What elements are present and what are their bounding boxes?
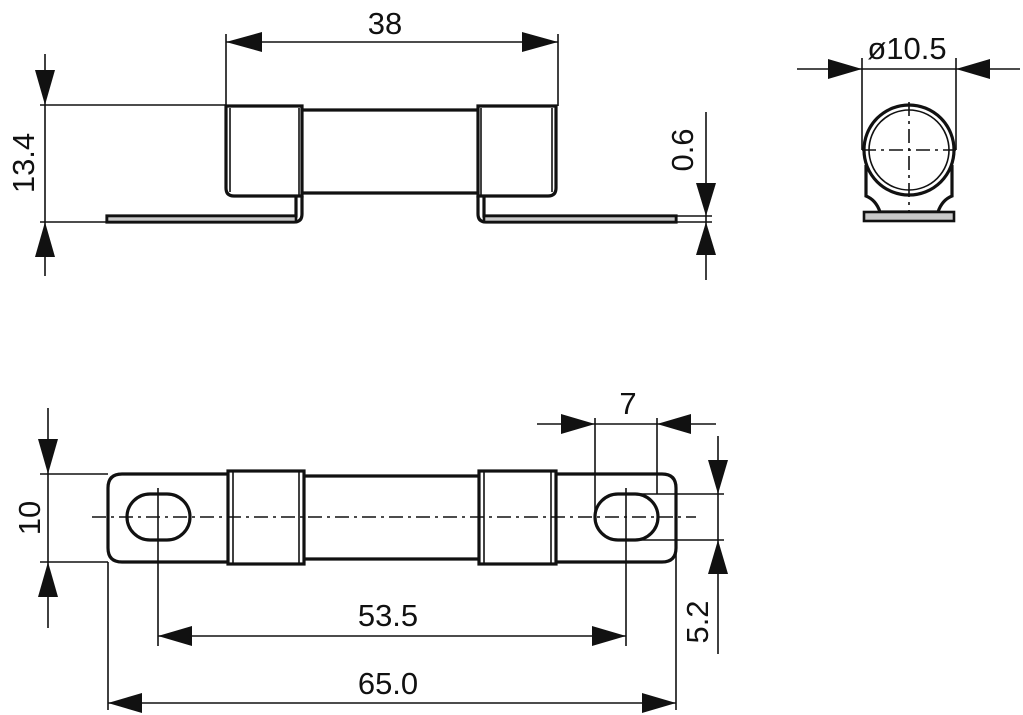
- dim-slot-width: 5.2: [680, 600, 715, 643]
- dim-tag-width: 10: [12, 501, 47, 535]
- right-end-cap: [476, 104, 558, 198]
- dim-diameter: ø10.5: [867, 31, 946, 66]
- top-view: 10 7 5.2 53.5 65.0: [12, 386, 728, 713]
- right-tag-section: [482, 214, 678, 224]
- left-end-cap: [224, 104, 304, 198]
- dim-overall-height: 13.4: [6, 133, 41, 193]
- dim-hole-centers: 53.5: [358, 598, 418, 633]
- end-view-tag-section: [862, 210, 956, 223]
- left-tag-section: [105, 214, 298, 224]
- dim-slot-length: 7: [619, 386, 636, 421]
- dim-body-length: 38: [368, 6, 402, 41]
- dim-tag-thickness: 0.6: [665, 128, 700, 171]
- right-tag-plate: [556, 472, 678, 564]
- left-tag-plate: [106, 472, 228, 564]
- side-view: 38 13.4 0.6: [6, 6, 716, 280]
- end-view: ø10.5: [797, 31, 1020, 223]
- dim-overall-length: 65.0: [358, 666, 418, 701]
